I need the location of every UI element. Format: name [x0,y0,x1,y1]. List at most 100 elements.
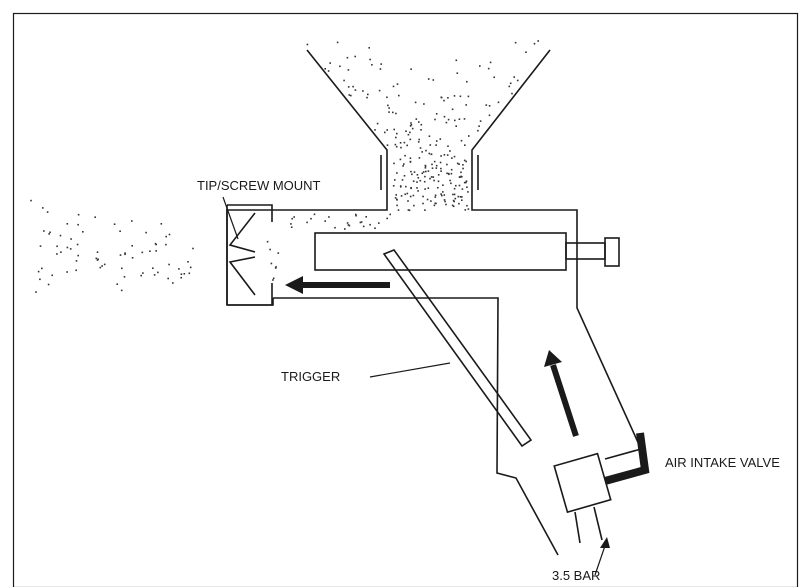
spray-particle [453,187,456,190]
spray-particle [458,163,460,165]
spray-particle [418,157,421,159]
spray-particle [430,153,433,156]
piston-chamber [314,232,567,271]
spray-particle [35,291,37,293]
spray-particle [82,231,84,233]
spray-particle [413,204,415,207]
spray-particle [403,141,406,144]
spray-particle [160,223,163,225]
spray-particle [431,163,433,166]
spray-particle [96,259,99,261]
spray-particle [516,79,519,82]
spray-particle [403,163,405,165]
spray-particle [400,195,403,197]
spray-particle [324,220,326,222]
spray-particle [69,248,72,250]
spray-particle [188,272,191,275]
spray-particle [434,194,437,197]
spray-particle [466,186,468,188]
spray-particle [396,198,398,201]
spray-particle [432,176,435,178]
spray-particle [362,225,365,228]
spray-particle [479,65,481,67]
spray-particle [168,233,171,236]
spray-particle [459,95,462,98]
label-trigger: TRIGGER [281,369,340,384]
spray-particle [407,200,409,202]
spray-particle [462,167,464,170]
spray-particle [434,118,436,121]
spray-particle [386,144,389,146]
spray-particle [399,142,402,144]
spray-particle [131,220,133,222]
spray-particle [433,204,436,207]
spray-particle [409,195,412,198]
spray-particle [462,164,464,166]
spray-particle [422,202,424,205]
spray-particle [485,104,488,106]
spray-particle [465,180,468,182]
spray-particle [443,194,446,196]
spray-particle [451,204,454,207]
spray-particle [77,213,80,216]
spray-particle [447,172,450,175]
spray-particle [46,211,49,213]
spray-particle [41,267,43,270]
spray-particle [37,270,40,273]
spray-particle [467,208,470,210]
spray-particle [450,172,453,175]
spray-particle [121,267,123,270]
spray-particle [393,162,395,165]
spray-particle [408,209,411,212]
spray-particle [441,194,443,197]
spray-particle [423,180,426,183]
spray-particle [327,70,330,72]
spray-particle [96,251,99,253]
spray-particle [397,209,400,211]
spray-particle [388,107,390,109]
spray-particle [396,83,399,85]
spray-particle [399,158,402,161]
spray-particle [412,180,415,182]
spray-particle [456,162,459,165]
spray-particle [443,199,446,201]
spray-particle [445,203,447,206]
spray-particle [449,179,451,182]
spray-particle [427,78,430,80]
spray-particle [396,172,398,174]
spray-particle [467,191,469,193]
spray-particle [76,243,79,246]
spray-particle [413,171,416,173]
spray-particle [440,155,442,157]
spray-particle [508,85,511,88]
spray-particle [451,157,453,159]
spray-particle [402,165,404,167]
spray-particle [406,144,408,147]
spray-particle [270,262,273,265]
spray-particle [396,132,398,135]
spray-particle [444,200,446,203]
spray-particle [410,187,412,189]
spray-particle [409,161,412,163]
spray-particle [433,160,436,163]
spray-particle [42,207,44,209]
spray-particle [427,187,430,189]
spray-particle [443,99,445,102]
spray-particle [463,159,466,162]
spray-particle [452,199,455,202]
spray-particle [367,93,369,96]
spray-particle [145,231,147,234]
spray-particle [435,140,438,142]
flow-arrow-up [544,350,579,437]
spray-particle [379,68,382,70]
spray-particle [39,245,42,247]
spray-particle [454,119,456,122]
spray-particle [168,263,170,266]
spray-particle [165,243,167,246]
spray-particle [369,223,371,226]
spray-particle [453,95,456,97]
spray-particle [461,176,463,178]
spray-particle [355,213,357,216]
air-hose [574,506,603,544]
